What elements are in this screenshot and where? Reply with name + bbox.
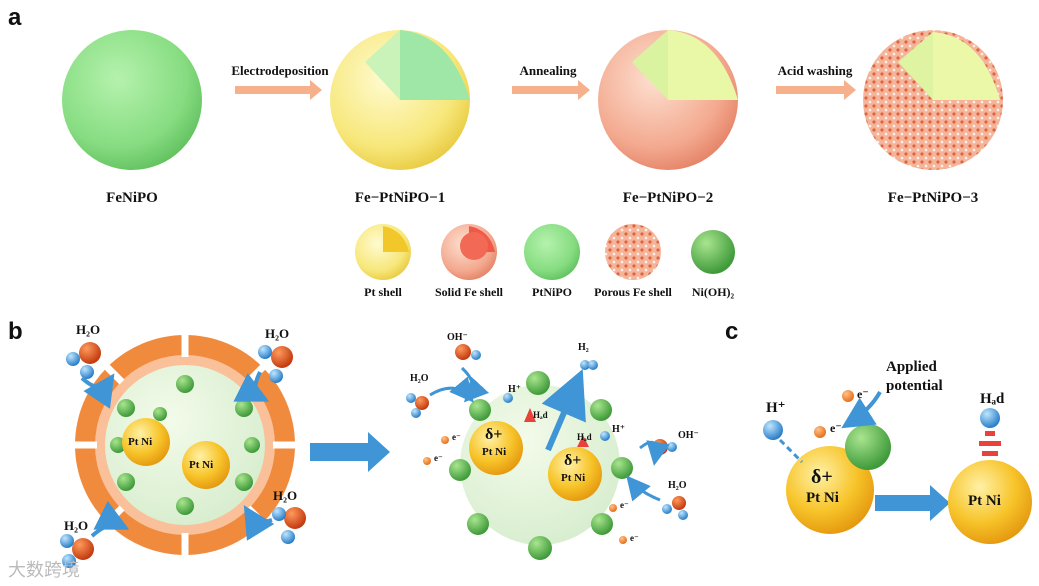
water-label-b1: H₂O [410, 373, 429, 384]
had-marker-b1 [524, 408, 536, 422]
water-label-2: H₂O [265, 326, 290, 341]
step-arrows [235, 80, 856, 100]
applied-potential-label: Applied potential [886, 359, 943, 394]
stage-label-fe-ptnipo-3: Fe−PtNiPO−3 [887, 190, 979, 206]
ptni-label-b2: Pt Ni [561, 472, 586, 484]
legend-label-solid-fe-shell: Solid Fe shell [434, 285, 504, 299]
had-marker-b2 [577, 435, 589, 447]
stage-label-feniPO: FeNiPO [106, 190, 158, 206]
water-molecules-left [60, 342, 306, 568]
water-label-b2: H₂O [668, 480, 687, 491]
electron-label-b4: e⁻ [630, 533, 639, 543]
had-label-c: Hₐd [980, 391, 1005, 407]
delta-label-b2: δ+ [564, 452, 582, 469]
electron-label-c2: e⁻ [830, 421, 842, 435]
hplus-label-b2: H⁺ [612, 424, 626, 435]
legend-label-ni-oh2: Ni(OH)₂ [691, 285, 735, 299]
ptni-label-2: Pt Ni [189, 459, 214, 471]
panel-label-b: b [8, 318, 23, 345]
oh-label-1: OH⁻ [447, 332, 468, 343]
legend-icons [355, 224, 735, 280]
had-marker-c [979, 431, 1001, 456]
step-label-electrodeposition: Electrodeposition [231, 63, 329, 78]
ptni-label-c1: Pt Ni [806, 490, 839, 506]
step-label-acid-washing: Acid washing [777, 63, 853, 78]
panel-label-a: a [8, 4, 22, 31]
water-label-1: H₂O [76, 322, 101, 337]
electron-label-b2: e⁻ [434, 453, 443, 463]
watermark: 大数跨境 [8, 560, 80, 581]
electron-label-c1: e⁻ [857, 387, 869, 401]
legend-label-porous-fe-shell: Porous Fe shell [594, 285, 672, 299]
legend-ni-oh2-icon [691, 230, 735, 274]
ptni-label-b1: Pt Ni [482, 446, 507, 458]
water-flow-arrows [80, 371, 275, 541]
stage-label-fe-ptnipo-1: Fe−PtNiPO−1 [354, 190, 446, 206]
oh-label-2: OH⁻ [678, 430, 699, 441]
water-label-4: H₂O [64, 518, 89, 533]
ptni-label-c2: Pt Ni [968, 493, 1001, 509]
sphere-fe-ptnipo-2 [598, 30, 738, 170]
sphere-feniPO [62, 30, 202, 170]
core-shell-particle [75, 335, 295, 555]
hplus-label-b1: H⁺ [508, 384, 522, 395]
legend-ptnipo-icon [524, 224, 580, 280]
legend-pt-shell-icon [355, 224, 411, 280]
legend-label-ptnipo: PtNiPO [532, 285, 572, 299]
had-label-b2: Hₐd [577, 432, 592, 442]
had-label-b1: Hₐd [533, 410, 548, 420]
catalytic-particle [406, 344, 688, 560]
sphere-fe-ptnipo-1 [330, 30, 470, 170]
legend-porous-fe-shell-icon [605, 224, 661, 280]
stage-label-fe-ptnipo-2: Fe−PtNiPO−2 [622, 190, 714, 206]
delta-label-c: δ+ [811, 466, 833, 488]
legend-solid-fe-shell-icon [441, 224, 497, 280]
h2-label: H₂ [578, 342, 589, 353]
hplus-label-c: H⁺ [766, 400, 786, 416]
ptni-label-1: Pt Ni [128, 436, 153, 448]
sphere-fe-ptnipo-3 [863, 30, 1003, 170]
electron-label-b3: e⁻ [620, 500, 629, 510]
water-label-3: H₂O [273, 488, 298, 503]
panel-label-c: c [725, 318, 739, 345]
transition-arrow-b [310, 432, 390, 472]
delta-label-b1: δ+ [485, 426, 503, 443]
step-label-annealing: Annealing [519, 63, 577, 78]
panel-c-diagram [763, 390, 1032, 544]
electron-label-b1: e⁻ [452, 432, 461, 442]
legend-label-pt-shell: Pt shell [364, 285, 402, 299]
